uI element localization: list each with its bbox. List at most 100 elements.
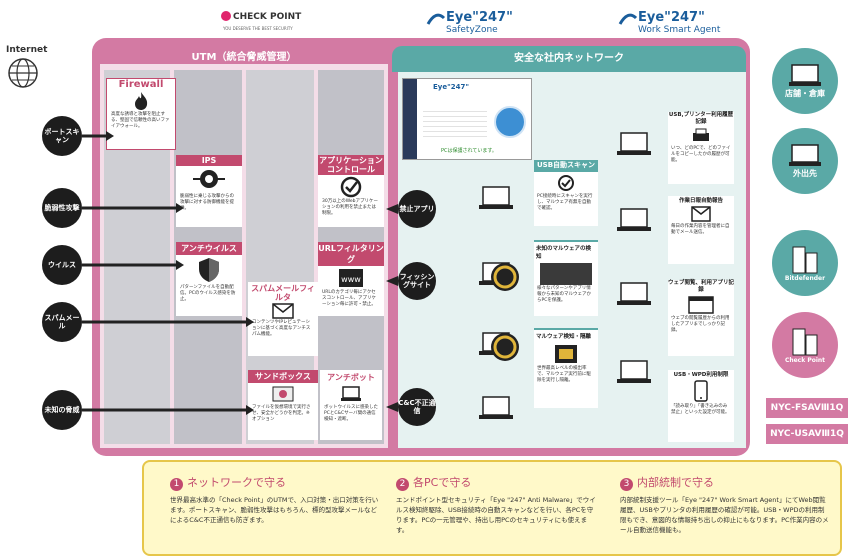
checkpoint-logo: CHECK POINT YOU DESERVE THE BEST SECURIT… [215,8,305,34]
threat-spam-mail: スパムメール [42,302,82,342]
laptop-icon [479,186,513,209]
network-header: 安全な社内ネットワーク [392,46,746,72]
url-filter-text: URLのカテゴリ毎にアクセスコントロール、アプリケーション毎に許可・禁止。 [322,290,376,307]
server-icon [792,246,818,273]
ips-text: 脆弱性に乗じる攻撃からの攻撃に対する防御機能を提供。 [180,194,234,211]
usb-scan-title: USB自動スキャン [534,160,598,172]
usb-printer-text: いつ、どのPCで、どのファイルをコピーしたかの履歴が可能。 [671,146,731,163]
usb-printer-title: USB,プリンター利用履歴記録 [668,112,734,125]
envelope-icon [691,206,711,222]
summary-pc-title: 各PCで守る [413,476,472,489]
summary-internal-title: 内部統制で守る [637,476,714,489]
outside-label: 外出先 [793,168,817,178]
url-filter-title: URLフィルタリング [318,242,384,266]
summary-pc-number: 2 [396,478,409,491]
unknown-malware-title: 未知のマルウェアの検知 [536,246,592,260]
threat-unknown: 未知の脅威 [42,390,82,430]
work-report-title: 作業日報自動報告 [678,198,723,204]
usb-scan-text: PC接続時にスキャンを実行し、マルウェア有無を自動で確認。 [537,194,593,211]
nyc-usav-label: NYC-USAVⅢ1Q [766,424,848,444]
firewall-title: Firewall [118,79,164,90]
check-circle-icon [340,176,362,198]
inbound-arrows [386,204,398,412]
spam-filter-card: スパムメールフィルタ コンテンツやIPレピュテーションに基づく高度なアンチスパム… [248,282,318,356]
shield-icon [199,258,219,282]
summary-internal-number: 3 [620,478,633,491]
checkpoint-logo-tagline: YOU DESERVE THE BEST SECURITY [223,26,293,31]
checkpoint-logo-name: CHECK POINT [233,12,302,22]
summary-network-number: 1 [170,478,183,491]
spam-filter-text: コンテンツやIPレピュテーションに基づく高度なアンチスパム機能。 [252,320,311,337]
check-circle-icon [558,175,574,191]
summary-network: 1 ネットワークで守る 世界最高水準の「Check Point」のUTMで、入口対… [170,474,380,525]
summary-network-text: 世界最高水準の「Check Point」のUTMで、入口対策・出口対策を行います… [170,496,379,524]
threat-vuln-attack: 脆弱性攻撃 [42,188,82,228]
malware-detect-card: マルウェア検知・隔離 世界最高レベルの検出率で、マルウェア実行前に駆除を実行し隔… [534,328,598,408]
store-label: 店舗・倉庫 [785,88,825,98]
laptop-icon [617,360,651,383]
summary-panel [142,460,842,556]
web-browse-card: ウェブ閲覧、利用アプリ記録 ウェブの閲覧履歴からの利用したアプリまでしっかり記録… [668,280,734,356]
sandbox-icon [272,386,294,402]
summary-network-title: ネットワークで守る [187,476,286,489]
antivirus-card: アンチウイルス パターンファイルを自動配信。PCのウイルス感染を防止。 [176,242,242,316]
summary-internal-text: 内部統制支援ツール「Eye "247" Work Smart Agent」にてW… [620,496,829,534]
app-control-card: アプリケーションコントロール 30万以上のWebアプリケーションの利用を禁止また… [318,155,384,227]
web-browse-title: ウェブ閲覧、利用アプリ記録 [668,280,735,293]
laptop-icon [617,282,651,305]
lock-icon [491,263,519,291]
checkpoint-label: Check Point [784,356,826,364]
ips-title: IPS [176,155,242,166]
usb-wpd-text: 「読み取り」「書き込みのみ禁止」といった設定が可能。 [671,404,730,415]
safetyzone-screenshot: Eye"247" PCは保護されています。 [402,78,532,160]
internet-label: Internet [6,45,48,55]
laptop-icon [617,132,651,155]
eye-ws-sub: Work Smart Agent [638,25,721,35]
threat-phishing: フィッシングサイト [398,262,436,300]
work-report-text: 毎日の作業内容を管理者に自動でメール送信。 [671,224,730,235]
eye-sz-sub: SafetyZone [446,25,498,35]
laptop-icon [341,386,361,401]
smartphone-icon [694,380,708,402]
outside-location: 外出先 [772,128,838,194]
checkpoint-logo-mark [221,11,231,21]
firewall-card: Firewall 高度な誘導と攻撃を阻止する、堅固で信頼性の高いファイアウォール… [106,78,176,150]
threat-cc: C&C不正通信 [398,388,436,426]
envelope-icon [272,303,294,319]
eye-ws-name: Eye"247" [638,10,705,25]
antibot-text: ボットウイルスに感染したPCとC&Cサーバ間の通信検知・遮断。 [324,405,378,422]
laptop-icon [617,208,651,231]
threat-port-scan: ポートスキャン [42,116,82,156]
eye-logo-icon [426,13,446,25]
sandbox-text: ファイルを仮想環境で実行させ、安全かどうかを判定。※オプション [252,405,311,422]
malware-detect-text: 世界最高レベルの検出率で、マルウェア実行前に駆除を実行し隔離。 [537,366,591,383]
shield-gear-icon [193,170,225,188]
threat-banned-app: 禁止アプリ [398,190,436,228]
antibot-card: アンチボット ボットウイルスに感染したPCとC&Cサーバ間の通信検知・遮断。 [320,370,382,440]
sandbox-card: サンドボックス ファイルを仮想環境で実行させ、安全かどうかを判定。※オプション [248,370,318,440]
www-icon: www [339,269,363,287]
usb-scan-card: PC接続時にスキャンを実行し、マルウェア有無を自動で確認。 [534,172,598,226]
threat-virus: ウイルス [42,245,82,285]
bitdefender-label: Bitdefender [784,274,826,282]
browser-icon [688,296,714,314]
screenshot-logo: Eye"247" [433,83,469,91]
app-control-text: 30万以上のWebアプリケーションの利用を禁止または制限。 [322,199,379,216]
checkpoint-server: Check Point [772,312,838,378]
malware-detect-title: マルウェア検知・隔離 [536,334,592,340]
app-control-title: アプリケーションコントロール [318,155,384,175]
unknown-malware-card: 未知のマルウェアの検知 様々なパターンやアプリ情報から未知のマルウェアからPCを… [534,240,598,316]
screenshot-list [423,107,487,137]
laptop-icon [479,396,513,419]
store-warehouse: 店舗・倉庫 [772,48,838,114]
nyc-fsav-label: NYC-FSAVⅢ1Q [766,398,848,418]
bitdefender-server: Bitdefender [772,230,838,296]
web-browse-text: ウェブの閲覧履歴からの利用したアプリまでしっかり記録。 [671,316,730,333]
summary-internal: 3 内部統制で守る 内部統制支援ツール「Eye "247" Work Smart … [620,474,830,535]
server-icon [792,328,818,355]
laptop-icon [789,63,821,86]
threat-arrows [82,131,254,415]
scan-button-icon [494,106,526,138]
screenshot-sidebar [403,79,417,159]
laptop-icon [789,143,821,166]
